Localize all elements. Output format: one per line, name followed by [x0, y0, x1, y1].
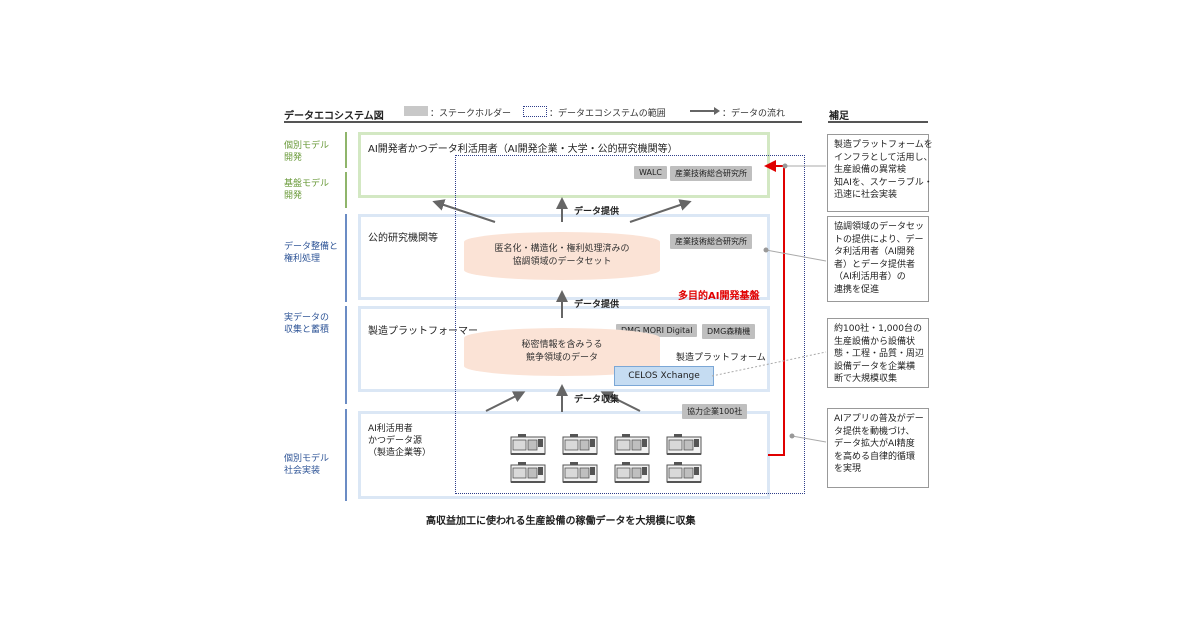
note-1: 製造プラットフォームを インフラとして活用し、 生産設備の異常検 知AIを、スケ…: [827, 134, 933, 212]
header-rule: [284, 121, 802, 123]
dataset-competitive: 秘密情報を含みうる 競争領域のデータ: [464, 328, 660, 376]
arrow-right-up-top: [629, 199, 692, 223]
layer-public-research-title: 公的研究機関等: [368, 233, 438, 244]
legend-stakeholder-swatch: [404, 106, 428, 116]
flow-label-collect: データ収集: [574, 395, 620, 405]
label-social-impl: 個別モデル 社会実装: [284, 454, 330, 476]
note-2: 協調領域のデータセッ トの提供により、デー タ利活用者（AI開発 者）とデータ提…: [827, 216, 929, 302]
chip-dmg-mori: DMG森精機: [702, 324, 756, 339]
note-dot-1: [782, 163, 788, 169]
chip-partner-companies: 協力企業100社: [682, 404, 748, 419]
layer-ai-developer-title: AI開発者かつデータ利活用者（AI開発企業・大学・公的研究機関等）: [368, 144, 678, 155]
chip-aist-top: 産業技術総合研究所: [670, 166, 752, 181]
arrow-right-up-bottom: [600, 391, 641, 412]
machine-tool-icon: [666, 434, 702, 456]
supplement-rule: [828, 121, 928, 123]
flow-label-provide-mid: データ提供: [574, 300, 620, 310]
bar-data-prep: [345, 214, 347, 302]
label-data-prep: データ整備と 権利処理: [284, 242, 339, 264]
legend-flow-arrow-icon: [690, 107, 720, 115]
diagram-caption: 高収益加工に使われる生産設備の稼働データを大規模に収集: [426, 516, 696, 527]
flow-label-provide-top: データ提供: [574, 207, 620, 217]
machine-tool-icon: [562, 434, 598, 456]
machine-tool-icon: [562, 462, 598, 484]
legend-flow-label: ：データの流れ: [722, 109, 786, 119]
layer-ai-developer: [358, 132, 770, 198]
bar-individual-model: [345, 132, 347, 168]
machine-tool-icon: [614, 462, 650, 484]
machine-tool-icon: [510, 434, 546, 456]
machine-tool-icon: [510, 462, 546, 484]
note-connector-3: [711, 351, 827, 377]
arrow-left-up-top: [432, 199, 496, 223]
dataset-cooperative: 匿名化・構造化・権利処理済みの 協調領域のデータセット: [464, 232, 660, 280]
multi-purpose-ai-platform-label: 多目的AI開発基盤: [678, 291, 760, 302]
arrow-left-up-bottom: [485, 391, 526, 412]
supplement-title: 補足: [829, 111, 849, 122]
chip-aist-mid: 産業技術総合研究所: [670, 234, 752, 249]
note-connector-2: [765, 249, 827, 262]
bar-real-data: [345, 306, 347, 404]
note-4: AIアプリの普及がデー タ提供を動機づけ、 データ拡大がAI精度 を高める自律的…: [827, 408, 929, 488]
legend-stakeholder-label: ：ステークホルダー: [430, 109, 512, 119]
note-dot-2: [763, 247, 769, 253]
label-base-model-dev: 基盤モデル 開発: [284, 179, 330, 201]
bar-base-model: [345, 172, 347, 208]
label-real-data: 実データの 収集と蓄積: [284, 313, 330, 335]
legend-range-swatch: [523, 106, 547, 117]
red-loop-arrow: [764, 160, 785, 456]
bar-social-impl: [345, 409, 347, 501]
machine-tool-icon: [666, 462, 702, 484]
legend-range-label: ：データエコシステムの範囲: [549, 109, 666, 119]
machine-tool-icon: [614, 434, 650, 456]
ecosystem-range: [455, 155, 805, 494]
note-3: 約100社・1,000台の 生産設備から設備状 態・工程・品質・周辺 設備データ…: [827, 318, 929, 388]
layer-users-title: AI利活用者 かつデータ源 （製造企業等）: [368, 424, 432, 458]
platform-label: 製造プラットフォーム: [676, 353, 766, 363]
chip-walc: WALC: [634, 166, 667, 179]
diagram-title: データエコシステム図: [284, 111, 384, 122]
note-connector-4: [791, 435, 827, 443]
note-dot-4: [789, 433, 795, 439]
layer-platform-title: 製造プラットフォーマー: [368, 326, 478, 337]
label-individual-model-dev: 個別モデル 開発: [284, 141, 330, 163]
